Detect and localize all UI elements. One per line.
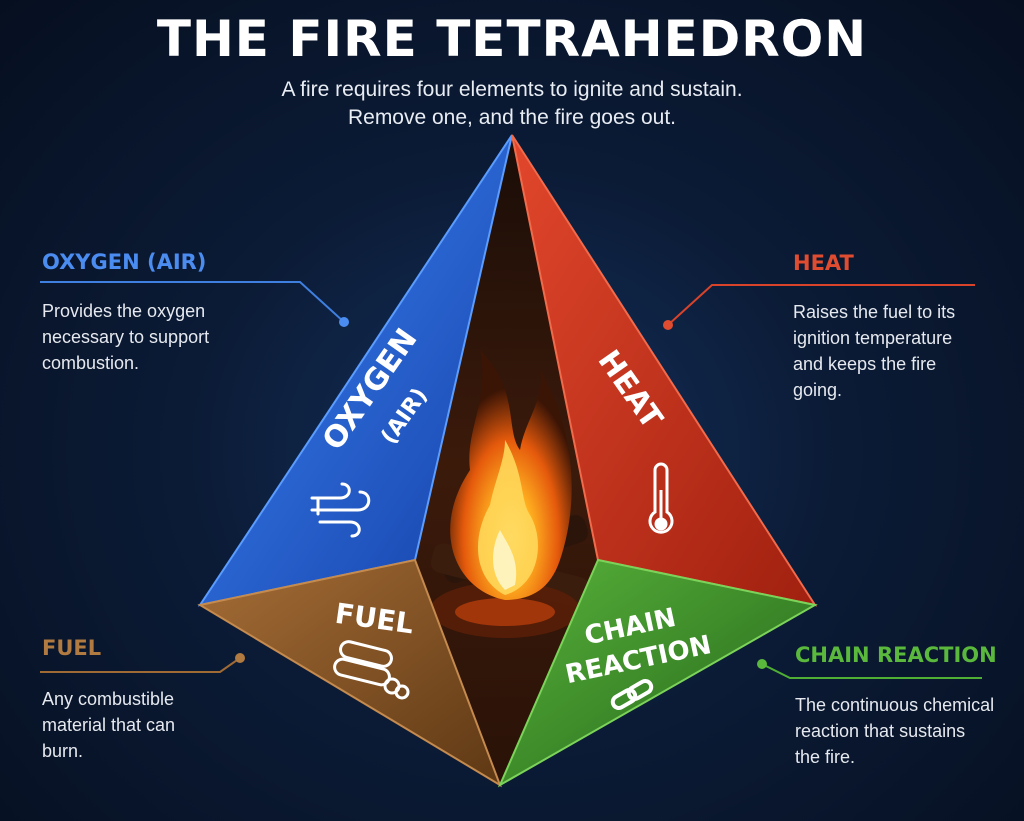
chain-description: The continuous chemical reaction that su… <box>795 695 995 767</box>
flame-illustration <box>450 350 572 600</box>
heat-leader-line <box>663 284 975 330</box>
wind-icon <box>310 482 371 538</box>
chain-heading: CHAIN REACTION <box>795 643 997 667</box>
fuel-leader-line <box>40 653 245 673</box>
subtitle-line-2: Remove one, and the fire goes out. <box>347 106 677 129</box>
heat-heading: HEAT <box>793 251 854 275</box>
oxygen-heading: OXYGEN (AIR) <box>42 250 207 274</box>
chain-link-icon <box>610 679 654 710</box>
oxygen-leader-line <box>40 281 349 327</box>
subtitle-line-1: A fire requires four elements to ignite … <box>281 78 743 101</box>
fuel-description: Any combustible material that can burn. <box>42 689 176 761</box>
chain-leader-line <box>757 659 982 679</box>
thermometer-icon <box>648 462 674 534</box>
logs-icon <box>333 640 410 700</box>
heat-description: Raises the fuel to its ignition temperat… <box>793 302 956 400</box>
fuel-face <box>197 558 502 788</box>
chain-reaction-face <box>497 558 818 788</box>
page-title: THE FIRE TETRAHEDRON <box>156 10 868 68</box>
fuel-heading: FUEL <box>42 636 102 660</box>
oxygen-description: Provides the oxygen necessary to support… <box>42 301 210 373</box>
